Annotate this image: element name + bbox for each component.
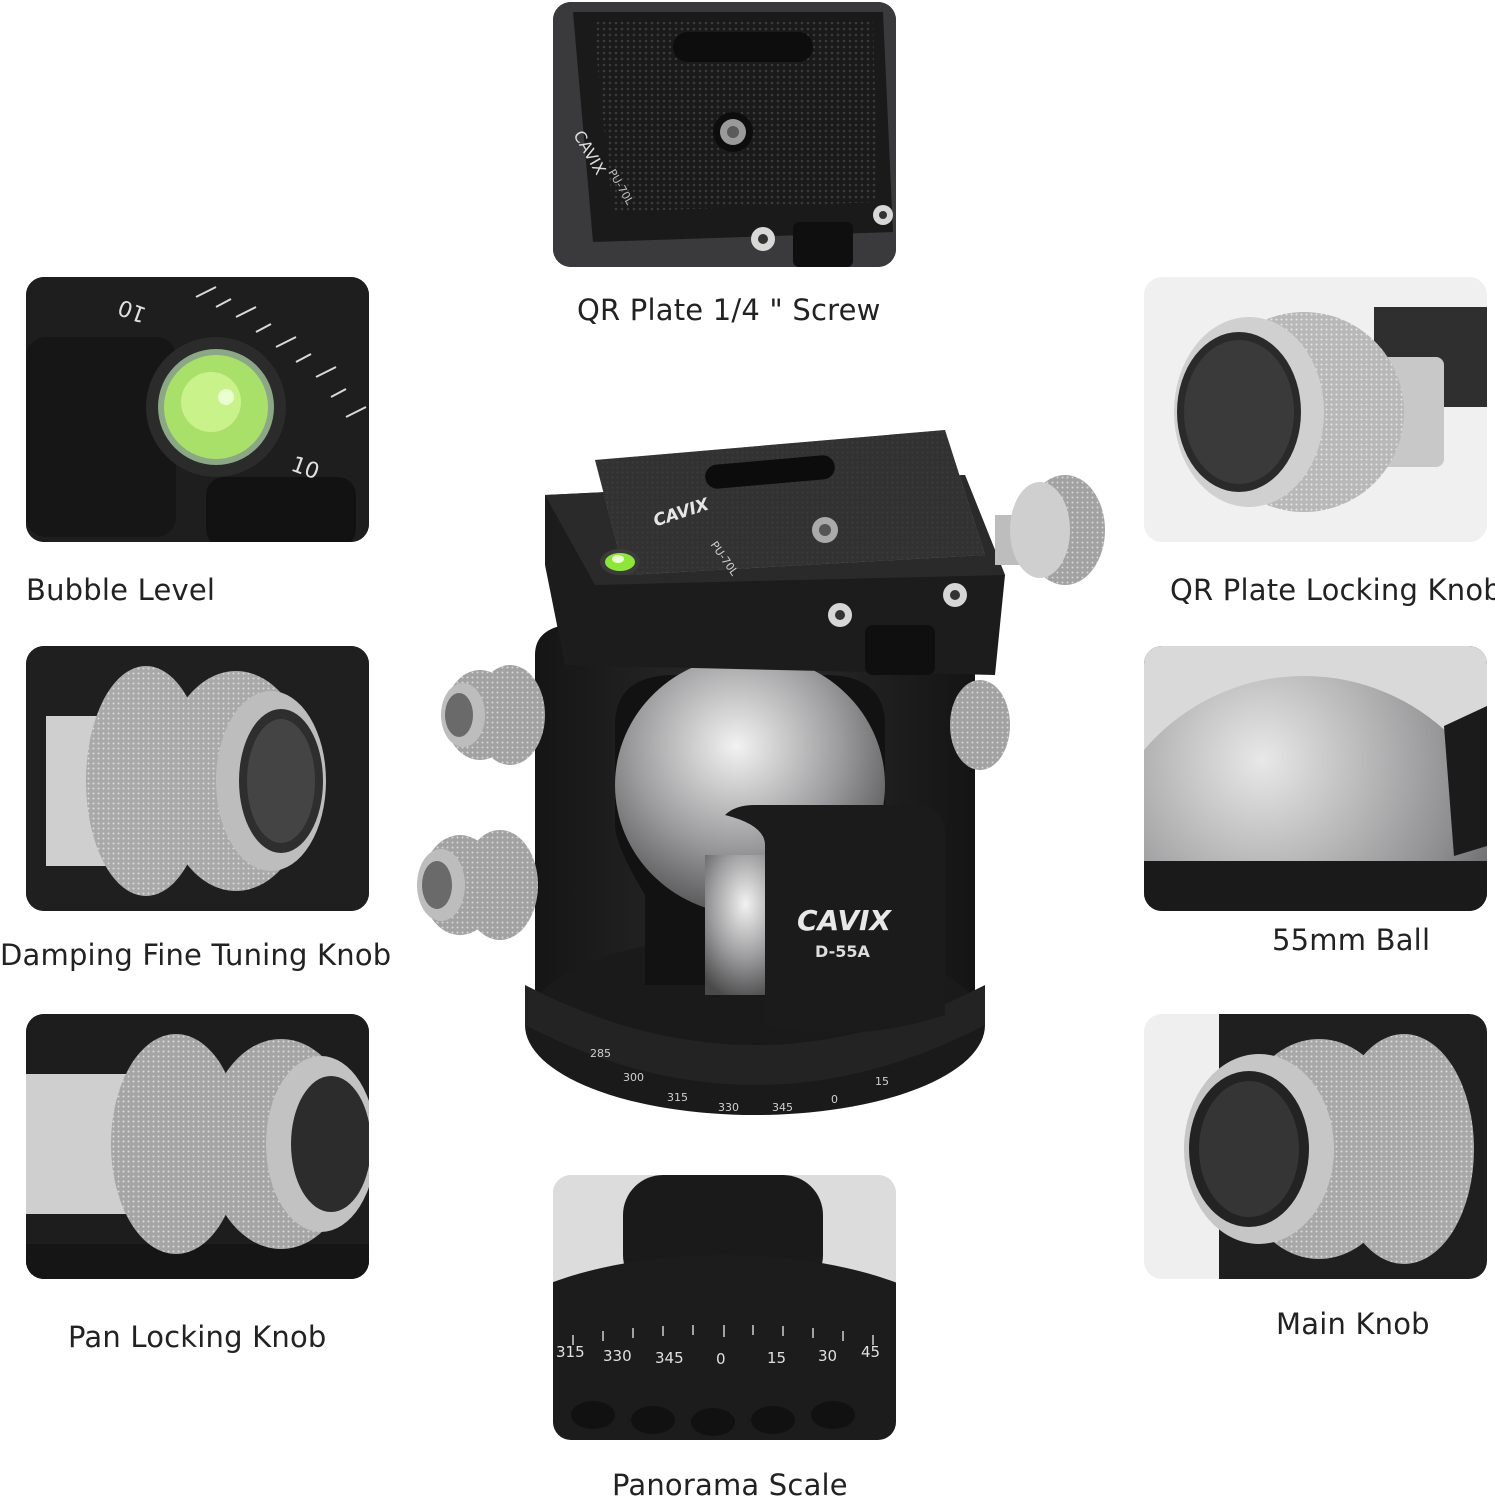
pan-knob-caption: Pan Locking Knob	[68, 1320, 327, 1354]
main-knob-photo	[1144, 1014, 1487, 1279]
panorama-mark-0: 0	[716, 1350, 726, 1368]
qr-screw-caption: QR Plate 1/4 " Screw	[577, 293, 881, 327]
scale-0: 0	[831, 1093, 838, 1106]
scale-345: 345	[772, 1101, 793, 1114]
scale-285: 285	[590, 1047, 611, 1060]
damping-knob-caption: Damping Fine Tuning Knob	[0, 938, 392, 972]
brand-logo: CAVIX	[797, 904, 892, 937]
pan-knob-photo	[26, 1014, 369, 1279]
qr-locking-knob-caption: QR Plate Locking Knob	[1170, 573, 1495, 607]
scale-15: 15	[875, 1075, 889, 1088]
panorama-mark-30: 30	[818, 1347, 837, 1365]
panorama-mark-15: 15	[767, 1349, 786, 1367]
panorama-caption: Panorama Scale	[612, 1468, 848, 1502]
ball-photo	[1144, 646, 1487, 911]
panorama-mark-345: 345	[655, 1349, 684, 1367]
scale-330: 330	[718, 1101, 739, 1114]
ball-head-product: 285 300 315 330 345 0 15 CAVIX D-55A	[405, 425, 1135, 1145]
bubble-level-photo: 10 10	[26, 277, 369, 542]
main-knob-caption: Main Knob	[1276, 1307, 1430, 1341]
ball-caption: 55mm Ball	[1272, 923, 1431, 957]
locking-knob-photo	[1144, 277, 1487, 542]
qr-plate-screw-photo: CAVIX PU-70L	[553, 2, 896, 267]
panorama-mark-315: 315	[556, 1343, 585, 1361]
panorama-mark-45: 45	[861, 1343, 880, 1361]
scale-300: 300	[623, 1071, 644, 1084]
panorama-mark-330: 330	[603, 1347, 632, 1365]
scale-315: 315	[667, 1091, 688, 1104]
model-label: D-55A	[815, 942, 870, 961]
bubble-level-caption: Bubble Level	[26, 573, 216, 607]
damping-knob-photo	[26, 646, 369, 911]
panorama-scale-photo: 315 330 345 0 15 30 45	[553, 1175, 896, 1440]
